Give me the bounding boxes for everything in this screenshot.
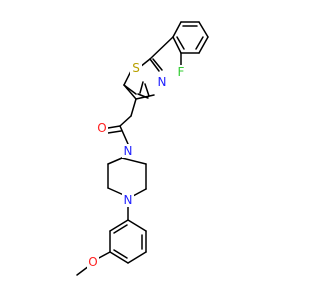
piperazine-nitrogen-top-label: N: [124, 144, 133, 158]
atom-sulfur: S: [130, 61, 142, 75]
thiazole-ring: [123, 58, 163, 100]
piperazine-nitrogen-bottom-label: N: [124, 193, 133, 207]
sulfur-label: S: [132, 61, 140, 75]
atom-carbonyl-oxygen: O: [96, 121, 108, 135]
molecule-structure-diagram: F S N O N N O: [76, 21, 209, 276]
fluorophenyl-ring: [172, 21, 209, 54]
atom-piperazine-nitrogen-bottom: N: [122, 193, 134, 207]
thiazole-nitrogen-label: N: [158, 75, 167, 89]
fluorine-label: F: [178, 65, 185, 79]
atom-fluorine: F: [175, 65, 187, 79]
atom-methoxy-oxygen: O: [87, 255, 99, 269]
aryl-thiazole-bond: [149, 36, 174, 60]
methoxy-oxygen-label: O: [88, 255, 97, 269]
methoxyphenyl-ring: [109, 219, 147, 264]
acetyl-linker: [107, 98, 137, 145]
carbonyl-oxygen-label: O: [97, 121, 106, 135]
atom-piperazine-nitrogen-top: N: [122, 144, 134, 158]
atom-thiazole-nitrogen: N: [156, 75, 168, 89]
piperazine-ring: [107, 157, 147, 197]
